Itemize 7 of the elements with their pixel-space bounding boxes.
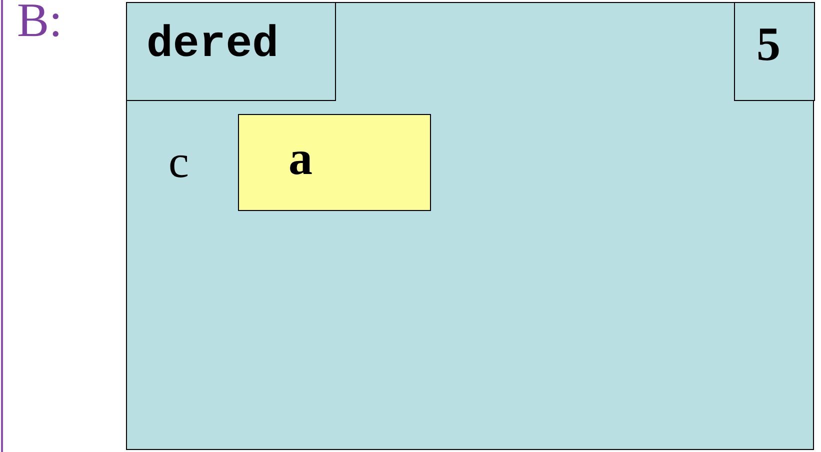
box-label: 5 xyxy=(756,20,780,68)
variable-name: c xyxy=(168,138,189,184)
label-box xyxy=(126,2,336,100)
frame-heading: B: xyxy=(17,0,62,45)
value-text: a xyxy=(288,134,312,182)
box-label: dered xyxy=(146,22,279,66)
number-box xyxy=(734,2,814,100)
